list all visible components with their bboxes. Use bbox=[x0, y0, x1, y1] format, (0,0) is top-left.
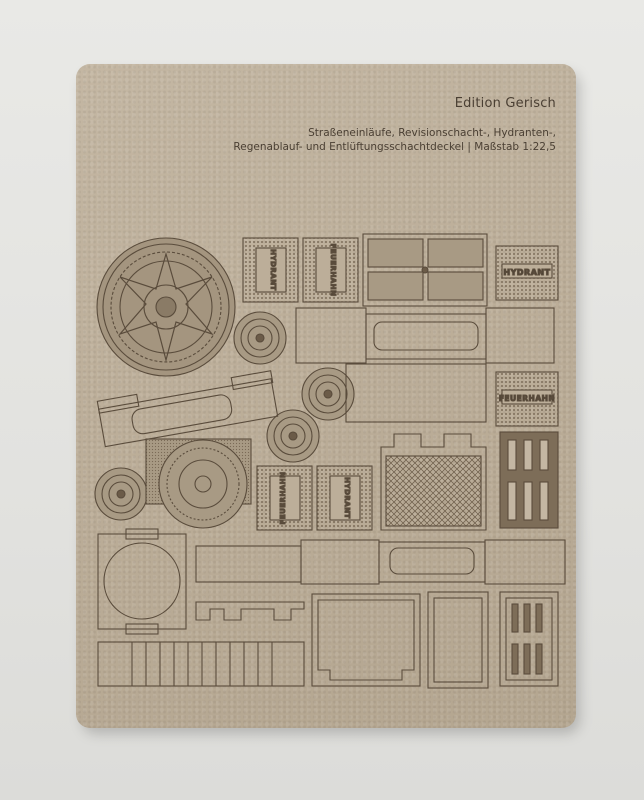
plate-hydrant-2 bbox=[495, 245, 559, 301]
cardboard-sheet: Edition Gerisch Straßeneinläufe, Revisio… bbox=[76, 64, 576, 728]
description-line-2: Regenablauf- und Entlüftungsschachtdecke… bbox=[233, 141, 556, 153]
plate-hydrant-3 bbox=[316, 465, 373, 531]
large-quadrant-cover bbox=[362, 233, 488, 307]
gully-with-round-grate bbox=[145, 438, 252, 529]
label-hydrant-2: HYDRANT bbox=[503, 268, 550, 277]
small-tab-strip bbox=[195, 601, 305, 621]
label-hydrant-3: HYDRANT bbox=[343, 477, 351, 519]
frame-strip-upper bbox=[295, 307, 555, 423]
plate-feuerhahn-1 bbox=[302, 237, 359, 303]
rect-frame bbox=[427, 591, 489, 689]
round-cover-3 bbox=[266, 409, 320, 463]
label-feuerhahn-1: FEUERHAHN bbox=[329, 244, 337, 297]
frame-strip-lower bbox=[195, 539, 566, 585]
brand-title: Edition Gerisch bbox=[454, 96, 556, 111]
round-cover-2 bbox=[301, 367, 355, 421]
description: Straßeneinläufe, Revisionschacht-, Hydra… bbox=[233, 126, 556, 154]
round-cover-4 bbox=[94, 467, 148, 521]
laser-cut-parts: HYDRANT FEUERHAHN HYDRANT bbox=[94, 233, 566, 689]
angled-frame-piece bbox=[96, 370, 279, 448]
description-line-1: Straßeneinläufe, Revisionschacht-, Hydra… bbox=[308, 127, 556, 139]
u-frame bbox=[311, 593, 421, 687]
ladder-strip bbox=[97, 641, 305, 687]
label-feuerhahn-2: FEUERHAHN bbox=[499, 394, 555, 403]
lattice-cover bbox=[380, 433, 487, 531]
round-frame bbox=[97, 528, 187, 635]
slotted-grate-1 bbox=[499, 431, 559, 529]
plate-feuerhahn-3 bbox=[256, 465, 313, 531]
plate-feuerhahn-2 bbox=[495, 371, 559, 427]
round-cover-1 bbox=[233, 311, 287, 365]
label-hydrant-1: HYDRANT bbox=[269, 249, 277, 291]
plate-hydrant-1 bbox=[242, 237, 299, 303]
large-ornamental-manhole-cover bbox=[96, 237, 236, 377]
slotted-grate-2 bbox=[499, 591, 559, 687]
label-feuerhahn-3: FEUERHAHN bbox=[279, 472, 287, 525]
